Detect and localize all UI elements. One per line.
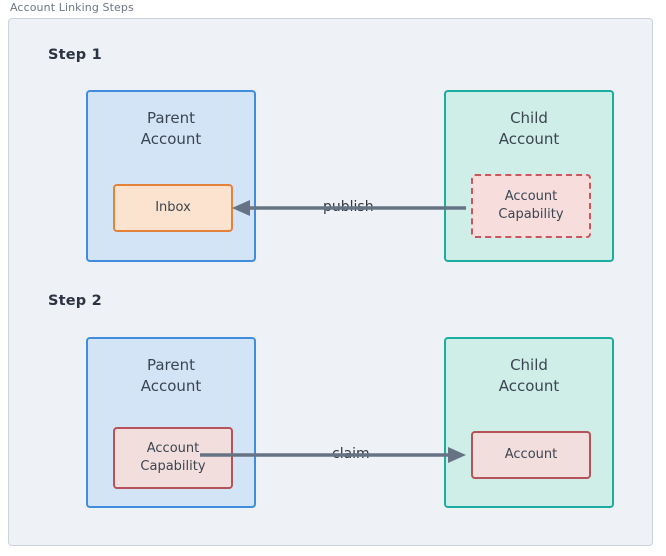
step-1-child-account-box[interactable]: Child Account Account Capability bbox=[444, 90, 614, 262]
step-2-account-box[interactable]: Account bbox=[471, 431, 591, 479]
claim-edge-label: claim bbox=[327, 446, 375, 462]
step-1-inbox-box[interactable]: Inbox bbox=[113, 184, 233, 232]
step-2-child-account-box[interactable]: Child Account Account bbox=[444, 337, 614, 508]
step-1-account-capability-box[interactable]: Account Capability bbox=[471, 174, 591, 238]
step-2-parent-account-title: Parent Account bbox=[140, 356, 202, 395]
step-2-child-account-title: Child Account bbox=[498, 356, 560, 395]
step-1-label: Step 1 bbox=[48, 47, 102, 63]
panel-title: Account Linking Steps bbox=[10, 1, 134, 14]
step-1-child-account-title: Child Account bbox=[498, 109, 560, 148]
step-2-parent-account-box[interactable]: Parent Account Account Capability bbox=[86, 337, 256, 508]
step-2-account-capability-box[interactable]: Account Capability bbox=[113, 427, 233, 489]
step-2-label: Step 2 bbox=[48, 293, 102, 309]
step-1-parent-account-title: Parent Account bbox=[140, 109, 202, 148]
publish-edge-label: publish bbox=[318, 199, 379, 215]
step-1-parent-account-box[interactable]: Parent Account Inbox bbox=[86, 90, 256, 262]
